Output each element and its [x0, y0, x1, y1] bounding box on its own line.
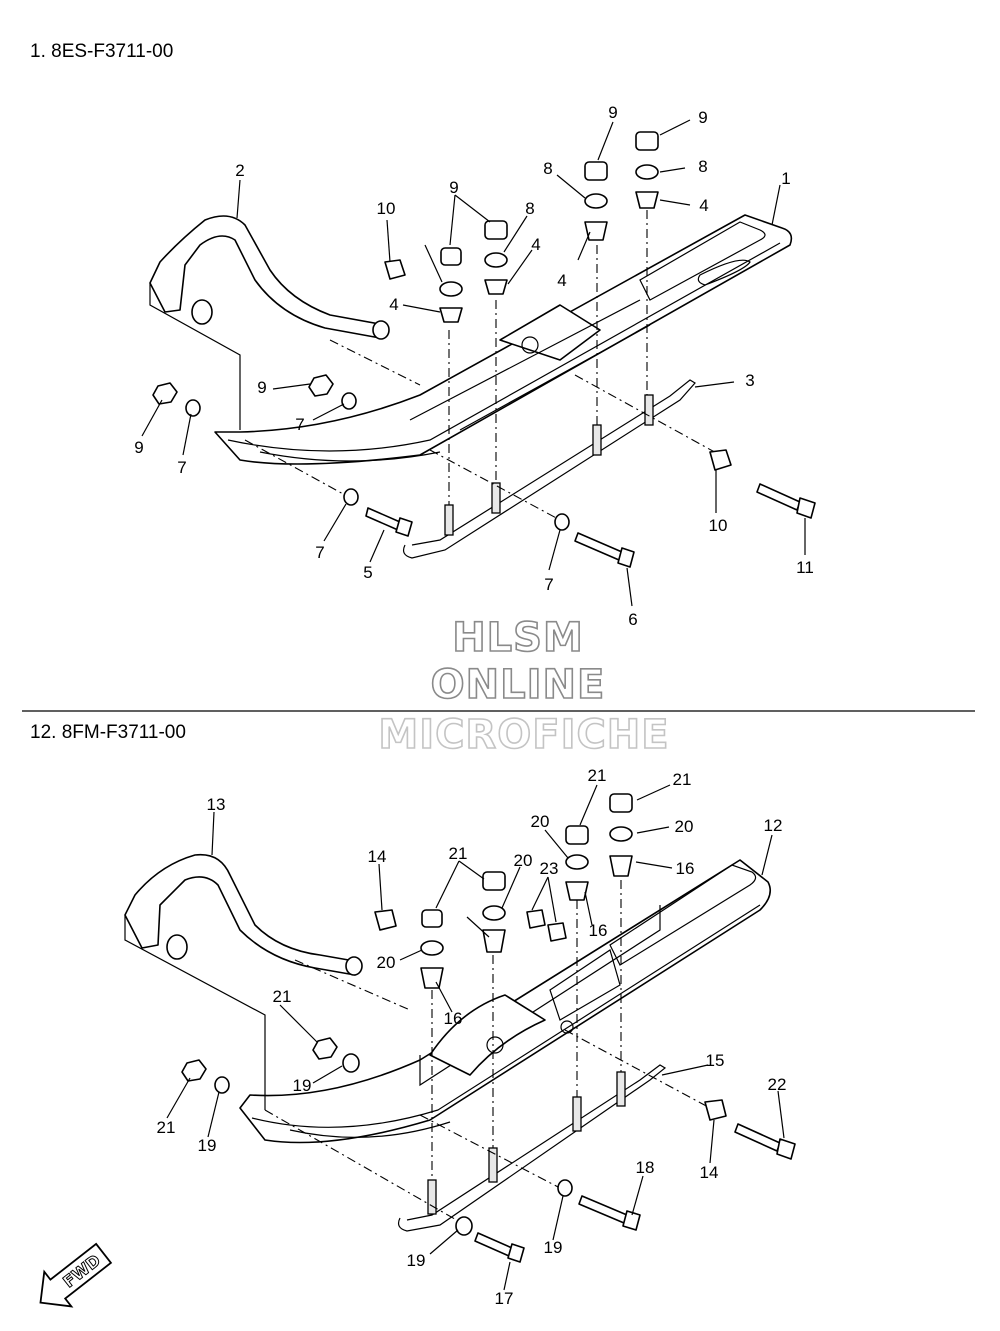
callout-8a: 8	[698, 157, 707, 176]
callout-4b: 4	[557, 271, 566, 290]
nut-21-left	[181, 1059, 207, 1082]
spacers-23	[526, 909, 567, 942]
callout-2: 2	[235, 161, 244, 180]
washer-19-low	[455, 1216, 473, 1236]
ski-assembly-bottom	[124, 784, 796, 1291]
callout-11: 11	[796, 558, 814, 577]
nut-9-left	[152, 382, 178, 405]
collar-14-right	[704, 1099, 727, 1121]
callout-22: 22	[768, 1075, 787, 1094]
watermark-line-2: ONLINE	[431, 662, 606, 708]
callout-6: 6	[628, 610, 637, 629]
stack-mid-4-8-9	[484, 220, 508, 295]
washer-19-mid	[342, 1053, 360, 1073]
callouts-top: 1 2 3 4 4 4 4 5 6 7 7 7 7 8 8 8 9 9 9 9 …	[134, 103, 814, 629]
callout-19a: 19	[293, 1076, 312, 1095]
callout-16a: 16	[676, 859, 695, 878]
fwd-arrow-icon: FWD	[39, 1242, 113, 1308]
callout-12: 12	[764, 816, 783, 835]
callout-7d: 7	[544, 575, 553, 594]
callout-21a: 21	[588, 766, 607, 785]
callout-19b: 19	[198, 1136, 217, 1155]
callout-18: 18	[636, 1158, 655, 1177]
callout-8b: 8	[543, 159, 552, 178]
bolt-18	[578, 1195, 641, 1231]
callout-16b: 16	[589, 921, 608, 940]
watermark-line-3: MICROFICHE	[378, 712, 669, 758]
watermark: HLSM ONLINE MICROFICHE	[378, 614, 670, 759]
callout-7a: 7	[177, 458, 186, 477]
washer-7-left	[185, 399, 201, 417]
collar-14-left	[374, 909, 397, 931]
callout-20b: 20	[531, 812, 550, 831]
collar-10-right	[709, 449, 732, 471]
nut-21-mid	[312, 1037, 338, 1060]
callout-4c: 4	[531, 235, 540, 254]
bolt-5	[365, 507, 413, 537]
callout-15: 15	[706, 1051, 725, 1070]
callout-7b: 7	[295, 415, 304, 434]
callout-8c: 8	[525, 199, 534, 218]
callout-3: 3	[745, 371, 754, 390]
washer-7-right	[554, 513, 570, 531]
callout-19d: 19	[544, 1238, 563, 1257]
bolt-11	[756, 483, 816, 519]
callout-21c: 21	[449, 844, 468, 863]
callout-21b: 21	[673, 770, 692, 789]
callout-17: 17	[495, 1289, 514, 1308]
callout-7c: 7	[315, 543, 324, 562]
ski-assembly-top	[141, 119, 816, 607]
callout-9c: 9	[449, 178, 458, 197]
callout-14b: 14	[700, 1163, 719, 1182]
section-header-2: 12. 8FM-F3711-00	[30, 722, 186, 743]
callout-9b: 9	[698, 108, 707, 127]
callout-10b: 10	[709, 516, 728, 535]
collar-10-left	[384, 259, 406, 280]
nut-9-mid	[308, 374, 334, 397]
callouts-bottom: 12 13 14 14 15 16 16 16 17 18 19 19 19 1…	[157, 766, 787, 1308]
stack-right-4-8-9	[584, 161, 608, 241]
washer-19-right	[557, 1179, 573, 1197]
callout-9e: 9	[134, 438, 143, 457]
washer-7-mid	[341, 392, 357, 410]
section-header-1: 1. 8ES-F3711-00	[30, 41, 173, 62]
bolt-6	[574, 532, 635, 568]
callout-23: 23	[540, 859, 559, 878]
washer-7-low	[343, 488, 359, 506]
stack-bottom-far-16-20-21	[609, 793, 633, 877]
callout-20a: 20	[675, 817, 694, 836]
stack-bottom-left-16-20-21	[420, 909, 444, 989]
callout-19c: 19	[407, 1251, 426, 1270]
bolt-22	[734, 1123, 796, 1160]
callout-20c: 20	[514, 851, 533, 870]
callout-16c: 16	[444, 1009, 463, 1028]
stack-far-4-8-9	[635, 131, 659, 209]
bolt-17	[474, 1232, 525, 1263]
callout-1: 1	[781, 169, 790, 188]
watermark-line-1: HLSM	[452, 615, 584, 661]
stack-bottom-right-16-20-21	[565, 825, 589, 901]
callout-9a: 9	[608, 103, 617, 122]
callout-9d: 9	[257, 378, 266, 397]
callout-21e: 21	[157, 1118, 176, 1137]
stack-left-4-8-9	[439, 247, 463, 323]
callout-21d: 21	[273, 987, 292, 1006]
stack-bottom-mid-16-20-21	[482, 871, 506, 953]
callout-14a: 14	[368, 847, 387, 866]
callout-20d: 20	[377, 953, 396, 972]
callout-5: 5	[363, 563, 372, 582]
washer-19-left	[214, 1076, 230, 1094]
callout-4d: 4	[389, 295, 398, 314]
callout-4a: 4	[699, 196, 708, 215]
callout-13: 13	[207, 795, 226, 814]
callout-10a: 10	[377, 199, 396, 218]
